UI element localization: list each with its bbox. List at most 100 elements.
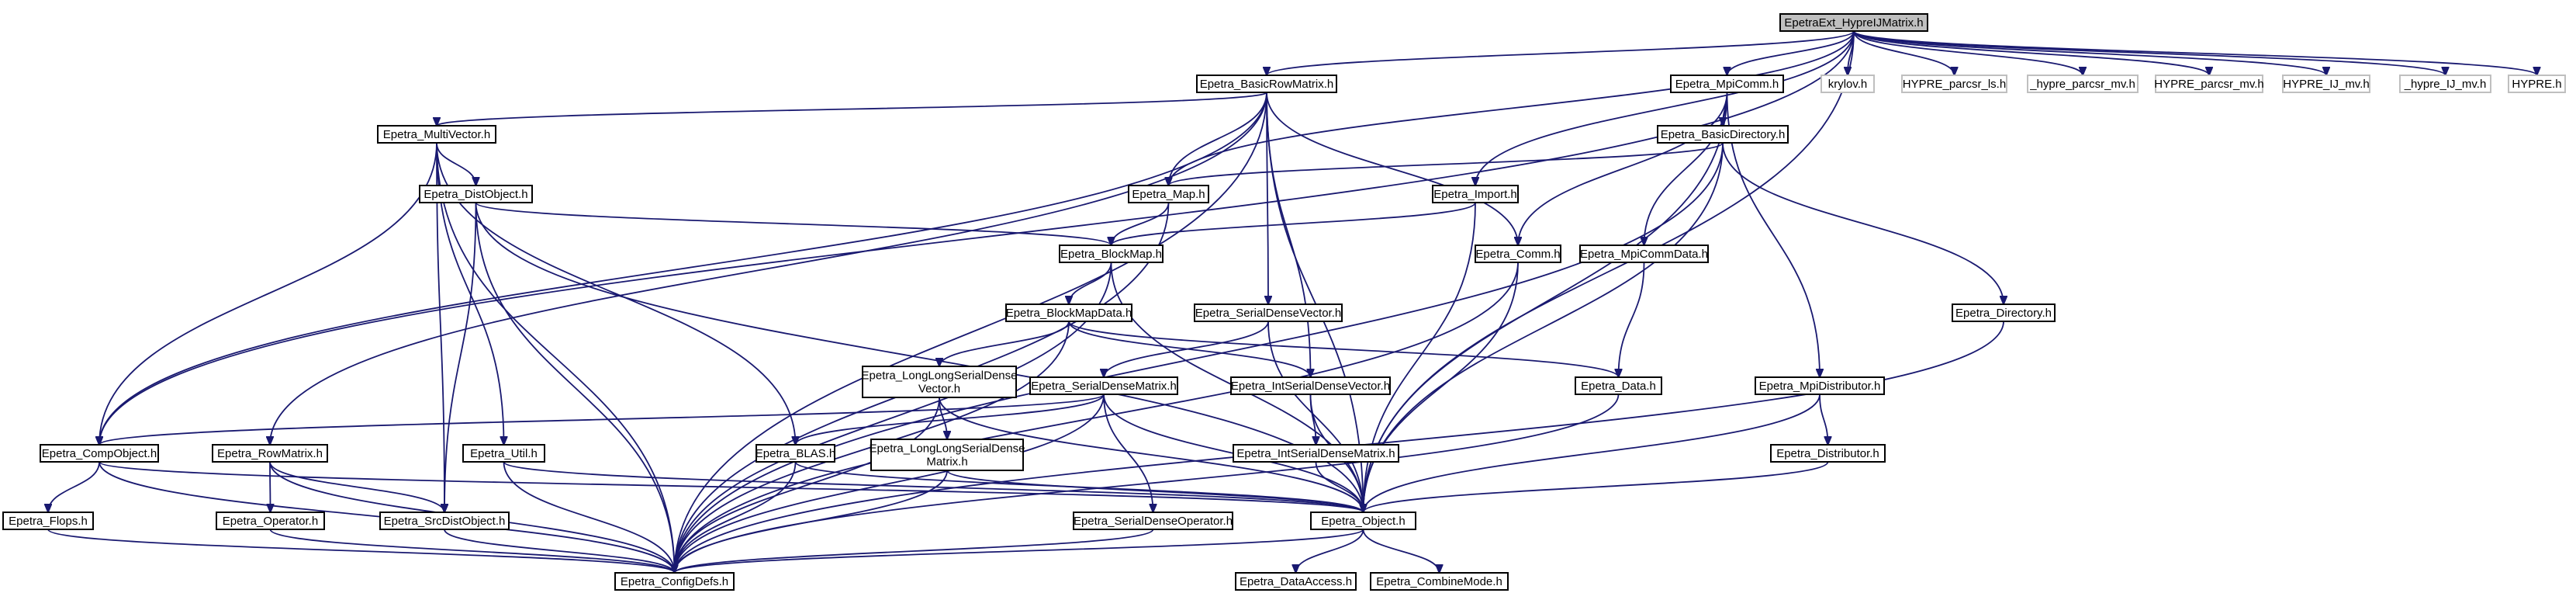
node-box[interactable] <box>756 444 835 463</box>
node-box[interactable] <box>1575 376 1662 395</box>
node-box[interactable] <box>1657 125 1789 144</box>
node-box[interactable] <box>379 512 510 530</box>
edge-sdm-to-sdop <box>1103 394 1153 512</box>
node-box[interactable] <box>216 512 325 530</box>
node-hpmv[interactable]: HYPRE_parcsr_mv.h <box>2154 75 2264 93</box>
node-box[interactable] <box>1770 444 1886 463</box>
node-combinemode[interactable]: Epetra_CombineMode.h <box>1370 572 1509 591</box>
node-blockmapdata[interactable]: Epetra_BlockMapData.h <box>1005 303 1132 322</box>
node-box[interactable] <box>40 444 159 463</box>
node-srcdist[interactable]: Epetra_SrcDistObject.h <box>379 512 510 530</box>
node-label: Epetra_IntSerialDenseVector.h <box>1231 380 1390 393</box>
node-blas[interactable]: Epetra_BLAS.h <box>756 444 835 463</box>
node-sdop[interactable]: Epetra_SerialDenseOperator.h <box>1073 512 1233 530</box>
node-box[interactable] <box>614 572 735 591</box>
node-label: Epetra_MultiVector.h <box>383 128 490 141</box>
node-box[interactable] <box>1952 303 2056 322</box>
node-hpls[interactable]: HYPRE_parcsr_ls.h <box>1901 75 2007 93</box>
node-operator[interactable]: Epetra_Operator.h <box>216 512 325 530</box>
node-box[interactable] <box>1196 75 1337 93</box>
node-box[interactable] <box>1029 376 1178 395</box>
node-box[interactable] <box>2282 75 2370 93</box>
node-comm[interactable]: Epetra_Comm.h <box>1475 245 1561 263</box>
node-root[interactable]: EpetraExt_HypreIJMatrix.h <box>1779 13 1928 32</box>
node-map[interactable]: Epetra_Map.h <box>1128 185 1209 203</box>
node-box[interactable] <box>2 512 94 530</box>
node-box[interactable] <box>1230 376 1391 395</box>
node-rowmatrix[interactable]: Epetra_RowMatrix.h <box>212 444 328 463</box>
edge-object-to-configdefs <box>675 529 1364 573</box>
node-brm[interactable]: Epetra_BasicRowMatrix.h <box>1196 75 1337 93</box>
edge-operator-to-configdefs <box>269 529 675 573</box>
node-box[interactable] <box>212 444 328 463</box>
node-multivector[interactable]: Epetra_MultiVector.h <box>377 125 496 144</box>
node-isdm[interactable]: Epetra_IntSerialDenseMatrix.h <box>1233 444 1399 463</box>
node-box[interactable] <box>1235 572 1357 591</box>
node-isdv[interactable]: Epetra_IntSerialDenseVector.h <box>1230 376 1391 395</box>
node-box[interactable] <box>1432 185 1519 203</box>
node-hpmv_[interactable]: _hypre_parcsr_mv.h <box>2027 75 2139 93</box>
node-hypre[interactable]: HYPRE.h <box>2508 75 2566 93</box>
node-import[interactable]: Epetra_Import.h <box>1432 185 1519 203</box>
node-box[interactable] <box>1820 75 1875 93</box>
edge-llsdm-to-object <box>946 470 1364 512</box>
node-box[interactable] <box>377 125 496 144</box>
node-label: Epetra_Import.h <box>1433 188 1517 201</box>
node-basicdir[interactable]: Epetra_BasicDirectory.h <box>1657 125 1789 144</box>
node-label: HYPRE_parcsr_mv.h <box>2154 78 2263 91</box>
node-box[interactable] <box>1755 376 1885 395</box>
node-mpicommdata[interactable]: Epetra_MpiCommData.h <box>1579 245 1709 263</box>
node-label: Epetra_ConfigDefs.h <box>621 575 728 588</box>
edge-distributor-to-object <box>1364 461 1829 512</box>
node-mpidist[interactable]: Epetra_MpiDistributor.h <box>1755 376 1885 395</box>
node-box[interactable] <box>419 185 533 203</box>
edge-sdop-to-configdefs <box>675 529 1154 573</box>
node-box[interactable] <box>1310 512 1416 530</box>
edge-multivector-to-srcdist <box>436 142 444 512</box>
node-flops[interactable]: Epetra_Flops.h <box>2 512 94 530</box>
edge-root-to-import <box>1475 30 1855 186</box>
node-krylov[interactable]: krylov.h <box>1820 75 1875 93</box>
node-box[interactable] <box>1370 572 1509 591</box>
node-box[interactable] <box>1670 75 1784 93</box>
node-box[interactable] <box>1901 75 2007 93</box>
node-blockmap[interactable]: Epetra_BlockMap.h <box>1059 245 1164 263</box>
node-box[interactable] <box>2027 75 2139 93</box>
node-mpicomm[interactable]: Epetra_MpiComm.h <box>1670 75 1784 93</box>
node-configdefs[interactable]: Epetra_ConfigDefs.h <box>614 572 735 591</box>
node-sdm[interactable]: Epetra_SerialDenseMatrix.h <box>1029 376 1178 395</box>
node-sdv[interactable]: Epetra_SerialDenseVector.h <box>1194 303 1343 322</box>
node-box[interactable] <box>862 366 1017 398</box>
node-data[interactable]: Epetra_Data.h <box>1575 376 1662 395</box>
node-box[interactable] <box>462 444 545 463</box>
node-box[interactable] <box>1233 444 1399 463</box>
node-distobject[interactable]: Epetra_DistObject.h <box>419 185 533 203</box>
node-object[interactable]: Epetra_Object.h <box>1310 512 1416 530</box>
node-distributor[interactable]: Epetra_Distributor.h <box>1770 444 1886 463</box>
node-box[interactable] <box>870 439 1024 471</box>
node-box[interactable] <box>1073 512 1233 530</box>
node-dataaccess[interactable]: Epetra_DataAccess.h <box>1235 572 1357 591</box>
node-box[interactable] <box>2399 75 2491 93</box>
edge-sdm-to-blas <box>796 394 1105 445</box>
node-box[interactable] <box>2508 75 2566 93</box>
node-box[interactable] <box>1128 185 1209 203</box>
node-box[interactable] <box>1475 245 1561 263</box>
node-box[interactable] <box>1059 245 1164 263</box>
node-box[interactable] <box>2155 75 2263 93</box>
edge-llsdm-to-configdefs <box>675 470 948 573</box>
node-box[interactable] <box>1194 303 1343 322</box>
edge-util-to-configdefs <box>503 461 675 573</box>
node-hij[interactable]: HYPRE_IJ_mv.h <box>2282 75 2370 93</box>
node-util[interactable]: Epetra_Util.h <box>462 444 545 463</box>
node-directory[interactable]: Epetra_Directory.h <box>1952 303 2056 322</box>
node-box[interactable] <box>1779 13 1928 32</box>
edge-root-to-object <box>1364 30 1855 512</box>
node-hij_[interactable]: _hypre_IJ_mv.h <box>2399 75 2491 93</box>
node-label: EpetraExt_HypreIJMatrix.h <box>1784 16 1923 29</box>
node-compobject[interactable]: Epetra_CompObject.h <box>40 444 159 463</box>
node-box[interactable] <box>1005 303 1132 322</box>
node-box[interactable] <box>1579 245 1709 263</box>
